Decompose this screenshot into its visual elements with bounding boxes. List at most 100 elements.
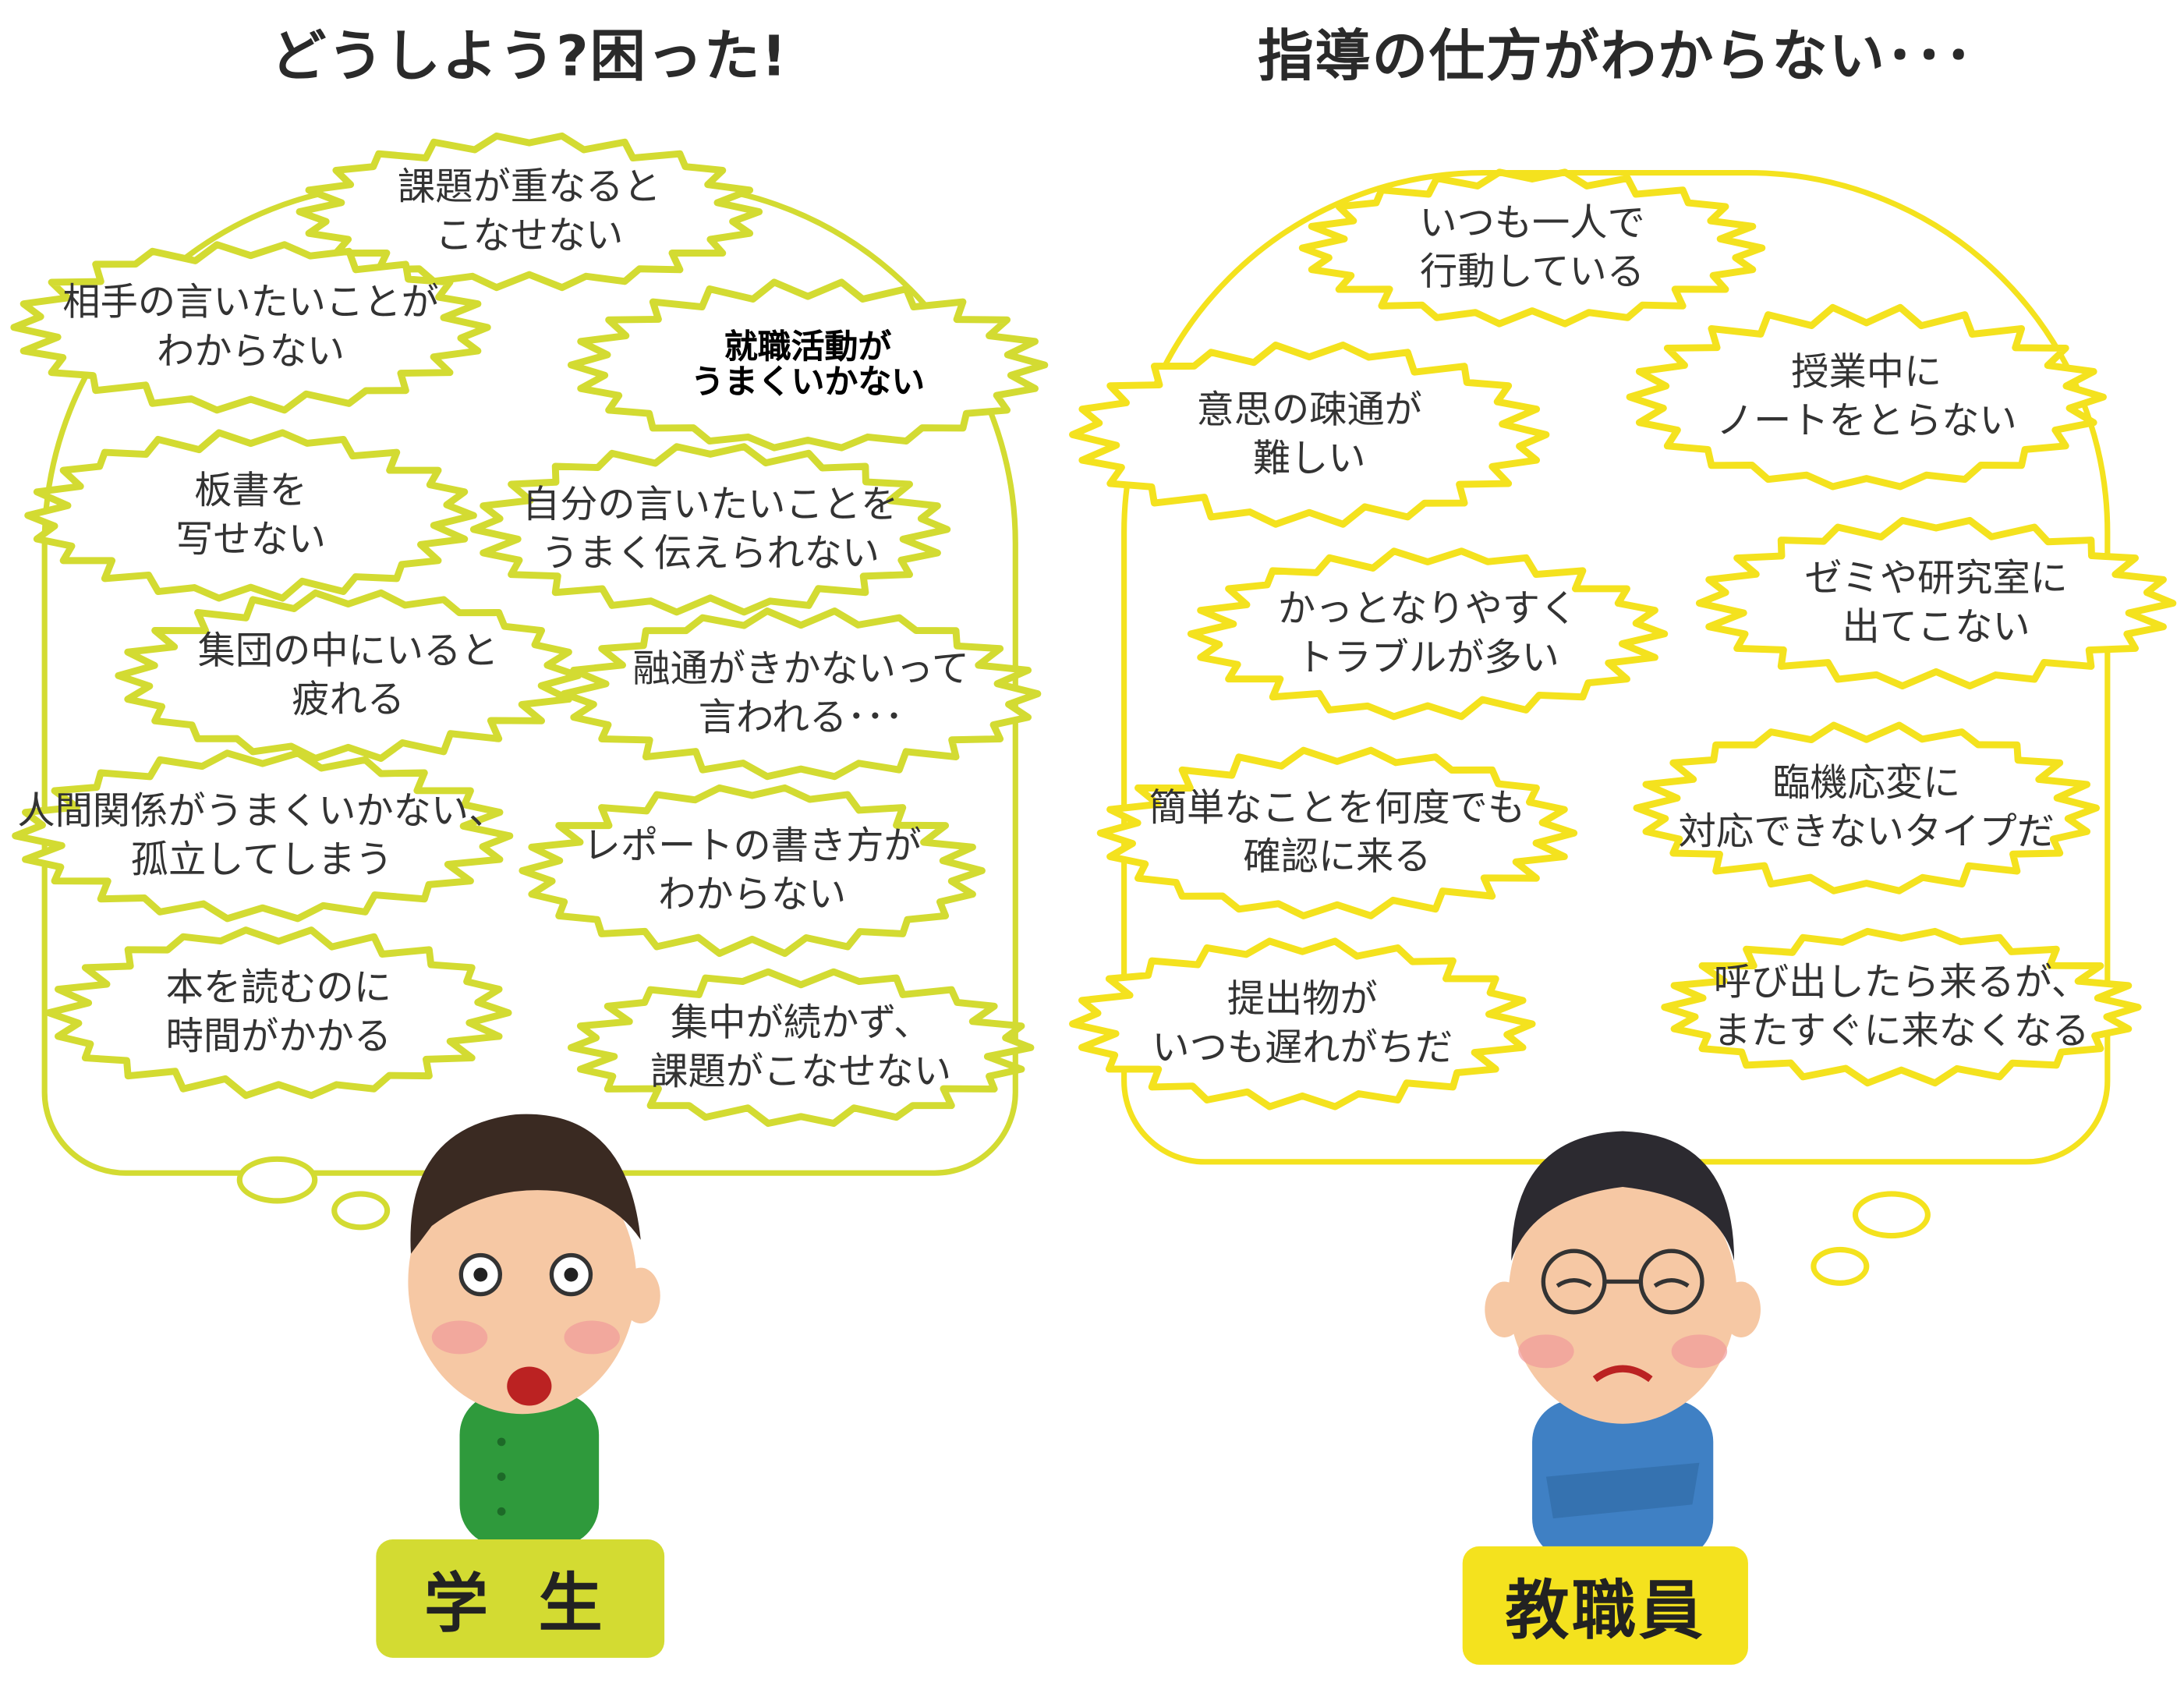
bubble-outline: [519, 784, 986, 958]
bubble-line: 就職活動が: [724, 327, 892, 367]
bubble-line: 呼び出したら来るが、: [1713, 961, 2090, 1004]
speech-bubble: 自分の言いたいことをうまく伝えられない: [469, 443, 951, 616]
staff-character: [1485, 1131, 1761, 1560]
bubble-outline: [1096, 746, 1578, 919]
bubble-outline: [1187, 547, 1669, 721]
bubble-line: 行動している: [1420, 250, 1645, 294]
speech-bubble: 融通がきかないって言われる･･･: [561, 607, 1042, 781]
bubble-text: レポートの書き方がわからない: [522, 787, 982, 954]
bubble-text: 臨機応変に対応できないタイプだ: [1637, 724, 2097, 891]
staff-heading: 指導の仕方がわからない･･･: [1258, 25, 1974, 90]
speech-bubble: かっとなりやすくトラブルが多い: [1187, 547, 1669, 721]
bubble-line: いつも一人で: [1419, 201, 1645, 246]
bubble-line: 写せない: [175, 518, 327, 561]
speech-bubble: 本を読むのに時間がかかる: [45, 926, 512, 1100]
speech-bubble: 簡単なことを何度でも確認に来る: [1096, 746, 1578, 919]
speech-bubble: 臨機応変に対応できないタイプだ: [1633, 721, 2100, 894]
bubble-outline: [115, 589, 582, 762]
bubble-line: 自分の言いたいことを: [522, 483, 899, 527]
bubble-line: 相手の言いたいことが: [62, 281, 439, 325]
speech-bubble: 人間関係がうまくいかない、孤立してしまう: [11, 749, 513, 923]
bubble-line: トラブルが多い: [1296, 636, 1559, 680]
speech-bubble: 板書を写せない: [24, 429, 477, 602]
student-shirt: [459, 1393, 600, 1546]
bubble-text: 本を読むのに時間がかかる: [49, 930, 509, 1096]
speech-bubble: 提出物がいつも遅れがちだ: [1069, 937, 1536, 1110]
bubble-text: 提出物がいつも遅れがちだ: [1073, 940, 1533, 1107]
speech-bubble: 就職活動がうまくいかない: [567, 278, 1049, 452]
bubble-line: いつも遅れがちだ: [1152, 1026, 1453, 1070]
bubble-outline: [1695, 516, 2177, 690]
bubble-line: 人間関係がうまくいかない、: [17, 789, 507, 834]
staff-hair: [1511, 1131, 1735, 1261]
bubble-text: 呼び出したら来るが、またすぐに来なくなる: [1665, 930, 2138, 1084]
bubble-outline: [1069, 342, 1550, 528]
bubble-line: 確認に来る: [1243, 835, 1432, 880]
bubble-line: 難しい: [1252, 437, 1366, 481]
bubble-text: 板書を写せない: [28, 432, 474, 599]
student-character: [408, 1114, 660, 1546]
bubble-line: うまく伝えられない: [541, 532, 880, 576]
bubble-line: 孤立してしまう: [130, 838, 393, 882]
student-label: 学 生: [376, 1539, 665, 1658]
bubble-line: ノートをとらない: [1715, 399, 2017, 444]
bubble-outline: [567, 968, 1035, 1128]
bubble-outline: [1633, 721, 2100, 894]
bubble-outline: [561, 607, 1042, 781]
student-hair: [410, 1114, 641, 1254]
bubble-outline: [11, 749, 513, 923]
bubble-line: 課題が重なると: [398, 165, 661, 209]
bubble-outline: [567, 278, 1049, 452]
bubble-line: 授業中に: [1791, 351, 1942, 395]
bubble-text: 課題が重なるとこなせない: [299, 135, 759, 289]
bubble-line: 提出物が: [1227, 977, 1378, 1022]
bubble-text: 融通がきかないって言われる･･･: [564, 610, 1037, 777]
bubble-line: 本を読むのに: [165, 966, 391, 1010]
bubble-line: またすぐに来なくなる: [1713, 1010, 2090, 1054]
speech-bubble: いつも一人で行動している: [1298, 168, 1766, 328]
bubble-line: 融通がきかないって: [632, 647, 970, 691]
bubble-text: 集中が続かず、課題がこなせない: [571, 971, 1031, 1125]
bubble-line: 言われる･･･: [698, 696, 904, 740]
bubble-outline: [24, 429, 477, 602]
speech-bubble: 課題が重なるとこなせない: [296, 132, 763, 292]
bubble-outline: [296, 132, 763, 292]
bubble-outline: [1626, 303, 2107, 491]
bubble-text: 意思の疎通が難しい: [1073, 344, 1546, 525]
bubble-line: レポートの書き方が: [582, 824, 922, 868]
bubble-text: 就職活動がうまくいかない: [571, 282, 1044, 448]
bubble-outline: [469, 443, 951, 616]
bubble-line: 集団の中にいると: [197, 629, 499, 673]
bubble-outline: [1298, 168, 1766, 328]
bubble-text: いつも一人で行動している: [1302, 172, 1762, 325]
bubble-line: かっとなりやすく: [1277, 587, 1578, 632]
speech-bubble: 授業中にノートをとらない: [1626, 303, 2107, 491]
bubble-text: 相手の言いたいことがわからない: [14, 244, 487, 411]
bubble-text: 人間関係がうまくいかない、孤立してしまう: [15, 753, 509, 919]
bubble-line: 時間がかかる: [165, 1015, 391, 1059]
bubble-line: 臨機応変に: [1772, 761, 1961, 806]
bubble-line: うまくいかない: [691, 362, 926, 402]
bubble-line: わからない: [658, 873, 847, 917]
bubble-line: わからない: [156, 330, 345, 374]
bubble-outline: [1069, 937, 1536, 1110]
bubble-line: 課題がこなせない: [650, 1050, 952, 1094]
bubble-line: 簡単なことを何度でも: [1149, 787, 1526, 831]
speech-bubble: 集団の中にいると疲れる: [115, 589, 582, 762]
bubble-text: 簡単なことを何度でも確認に来る: [1100, 749, 1573, 916]
bubble-text: かっとなりやすくトラブルが多い: [1191, 551, 1664, 717]
bubble-text: 授業中にノートをとらない: [1630, 306, 2103, 487]
speech-bubble: 相手の言いたいことがわからない: [10, 241, 491, 414]
speech-bubble: レポートの書き方がわからない: [519, 784, 986, 958]
bubble-line: 出てこない: [1842, 606, 2030, 650]
speech-bubble: 集中が続かず、課題がこなせない: [567, 968, 1035, 1128]
bubble-line: こなせない: [435, 214, 624, 258]
staff-label: 教職員: [1462, 1546, 1748, 1665]
thought-dot: [1811, 1246, 1870, 1286]
bubble-line: 集中が続かず、: [671, 1001, 932, 1045]
bubble-line: 対応できないタイプだ: [1678, 810, 2055, 855]
bubble-text: 集団の中にいると疲れる: [119, 592, 579, 759]
bubble-line: 板書を: [194, 469, 307, 513]
bubble-outline: [45, 926, 512, 1100]
